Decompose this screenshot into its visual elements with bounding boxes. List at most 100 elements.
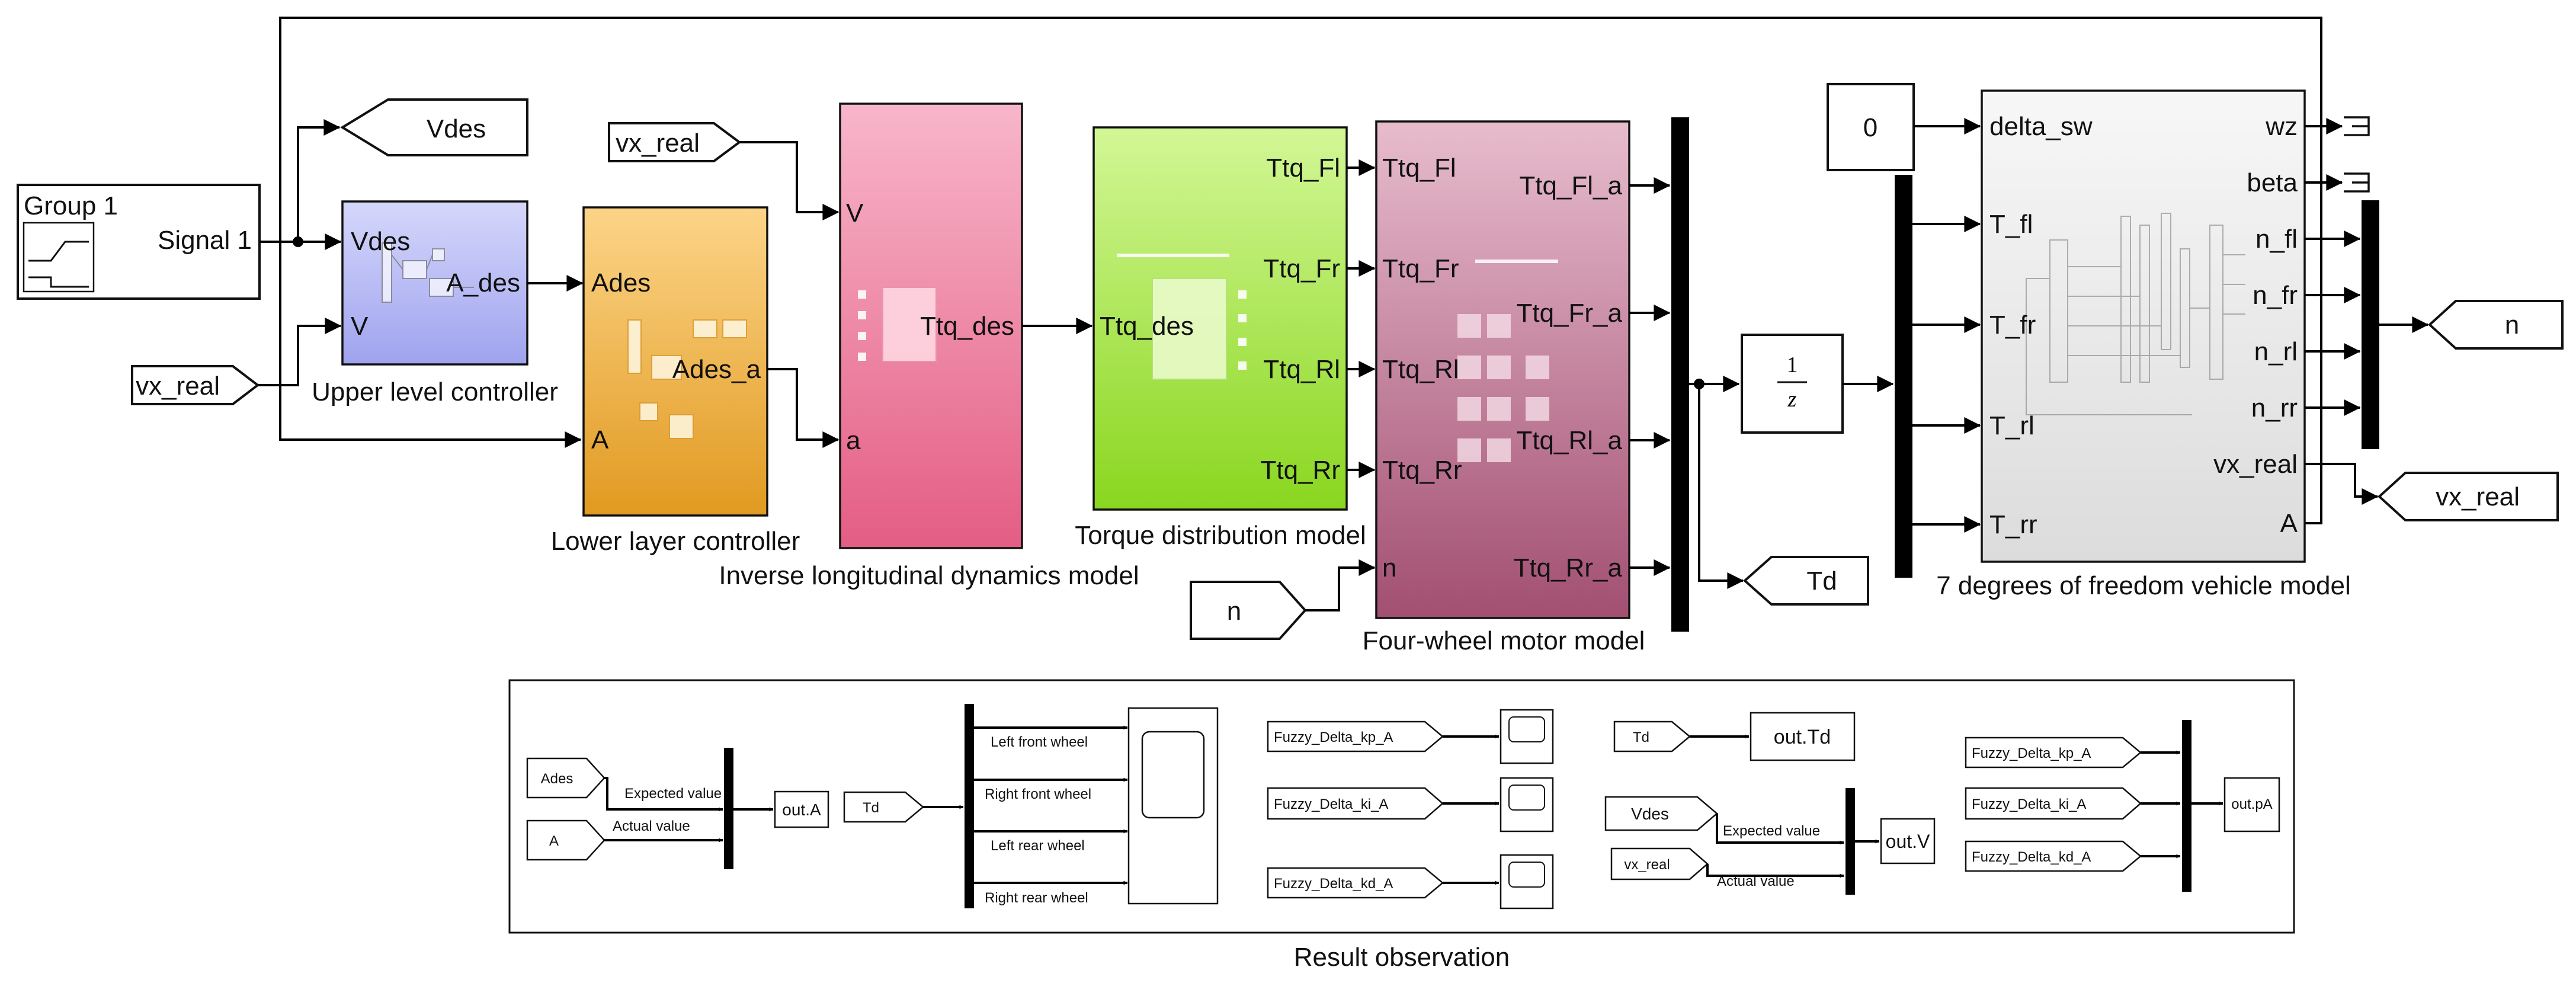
motor-in2-label: Ttq_Fr: [1382, 254, 1459, 283]
vehicle-in5-label: T_rr: [1989, 510, 2037, 539]
upper-controller-caption: Upper level controller: [312, 377, 558, 406]
svg-text:A: A: [549, 833, 559, 849]
result-mux-pa[interactable]: [2182, 720, 2191, 892]
four-wheel-motor-block[interactable]: Ttq_Fl Ttq_Fr Ttq_Rl Ttq_Rr n Ttq_Fl_a T…: [1363, 120, 1645, 655]
vehicle-model-block[interactable]: delta_sw T_fl T_fr T_rl T_rr wz beta n_f…: [1936, 89, 2351, 600]
svg-text:0: 0: [1863, 113, 1877, 142]
torque-scope-block[interactable]: [1127, 707, 1219, 905]
vx-real-from-tag-left[interactable]: vx_real: [131, 365, 260, 405]
vehicle-out4-label: n_fr: [2253, 281, 2298, 310]
fuzzy-kp-from-tag[interactable]: Fuzzy_Delta_kp_A: [1267, 721, 1444, 753]
upper-in1-label: Vdes: [351, 227, 410, 256]
svg-text:Fuzzy_Delta_kp_A: Fuzzy_Delta_kp_A: [1274, 729, 1393, 745]
unit-delay-block[interactable]: 1 z: [1741, 334, 1844, 434]
signal-builder-icon: [23, 222, 95, 293]
result-mux-a[interactable]: [724, 748, 733, 869]
vehicle-model-caption: 7 degrees of freedom vehicle model: [1936, 571, 2351, 600]
torque-out4-label: Ttq_Rr: [1261, 456, 1340, 485]
lower-layer-controller-block[interactable]: Ades A Ades_a Lower layer controller: [551, 206, 800, 556]
right-rear-wheel-label: Right rear wheel: [985, 890, 1088, 906]
vdes-goto-tag[interactable]: Vdes: [340, 98, 528, 156]
fuzzy-ki-from-tag-2[interactable]: Fuzzy_Delta_ki_A: [1965, 787, 2142, 820]
result-group-fuzzy-scopes: Fuzzy_Delta_kp_A Fuzzy_Delta_ki_A Fuzzy_…: [1267, 709, 1554, 910]
inverse-dynamics-internals: [858, 287, 937, 362]
torque-distribution-internals: [1117, 254, 1247, 380]
constant-block[interactable]: 0: [1827, 83, 1915, 171]
inverse-longitudinal-dynamics-block[interactable]: V a Ttq_des Inverse longitudinal dynamic…: [719, 103, 1139, 590]
upper-level-controller-block[interactable]: Vdes V A_des Upper level controller: [312, 200, 558, 406]
upper-controller-internals: [382, 242, 474, 303]
motor-out3-label: Ttq_Rl_a: [1516, 426, 1622, 455]
svg-text:vx_real: vx_real: [136, 372, 220, 401]
vehicle-in1-label: delta_sw: [1989, 112, 2093, 141]
svg-text:Fuzzy_Delta_kd_A: Fuzzy_Delta_kd_A: [1972, 849, 2091, 865]
result-observation-caption: Result observation: [1294, 943, 1510, 972]
n-goto-tag[interactable]: n: [2428, 300, 2564, 350]
result-mux-v[interactable]: [1846, 788, 1855, 895]
svg-text:vx_real: vx_real: [2436, 482, 2520, 511]
scope-kp[interactable]: [1500, 709, 1554, 764]
svg-text:Vdes: Vdes: [427, 114, 486, 143]
vehicle-model-internals: [2026, 213, 2245, 415]
demux-bar[interactable]: [1895, 175, 1912, 578]
out-v-block[interactable]: out.V: [1880, 818, 1936, 864]
svg-text:vx_real: vx_real: [1624, 857, 1670, 873]
motor-in4-label: Ttq_Rr: [1382, 456, 1462, 485]
vehicle-out3-label: n_fl: [2255, 225, 2298, 254]
result-demux-td[interactable]: [965, 704, 974, 908]
motor-out1-label: Ttq_Fl_a: [1519, 171, 1622, 200]
td-goto-tag[interactable]: Td: [1742, 556, 1869, 606]
svg-text:Ades: Ades: [541, 771, 573, 787]
vx-real-from-tag-top[interactable]: vx_real: [608, 122, 742, 162]
torque-distribution-block[interactable]: Ttq_des Ttq_Fl Ttq_Fr Ttq_Rl Ttq_Rr Torq…: [1075, 126, 1366, 550]
feedback-wires: [279, 17, 2322, 524]
vehicle-in3-label: T_fr: [1989, 310, 2036, 340]
terminator-beta[interactable]: [2344, 172, 2370, 193]
svg-text:n: n: [1227, 597, 1241, 626]
actual-value-label-a: Actual value: [613, 818, 690, 834]
td-from-tag[interactable]: Td: [843, 791, 924, 823]
n-from-tag[interactable]: n: [1190, 581, 1307, 640]
svg-text:Td: Td: [1806, 566, 1837, 595]
lower-in2-label: A: [591, 425, 609, 454]
scope-kd[interactable]: [1500, 854, 1554, 910]
svg-text:out.Td: out.Td: [1774, 726, 1831, 748]
ades-from-tag[interactable]: Ades: [526, 757, 605, 799]
vehicle-out5-label: n_rl: [2254, 337, 2298, 366]
vehicle-out1-label: wz: [2265, 112, 2298, 141]
fuzzy-ki-from-tag[interactable]: Fuzzy_Delta_ki_A: [1267, 787, 1444, 820]
vehicle-out2-label: beta: [2247, 168, 2298, 197]
svg-text:Td: Td: [1633, 729, 1649, 745]
fuzzy-kp-from-tag-2[interactable]: Fuzzy_Delta_kp_A: [1965, 737, 2142, 769]
vx-real-goto-tag[interactable]: vx_real: [2378, 472, 2559, 521]
signal-builder-port-label: Signal 1: [158, 226, 252, 255]
svg-text:out.pA: out.pA: [2231, 796, 2272, 812]
upper-out-label: A_des: [446, 268, 520, 297]
out-a-block[interactable]: out.A: [774, 790, 829, 828]
torque-to-motor-wires: [1347, 159, 1376, 478]
upper-in2-label: V: [351, 312, 369, 341]
vdes-from-tag[interactable]: Vdes: [1604, 796, 1718, 831]
mux-bar-1[interactable]: [1671, 117, 1689, 632]
out-pa-block[interactable]: out.pA: [2223, 777, 2280, 832]
vx-real-from-tag-result[interactable]: vx_real: [1610, 847, 1709, 880]
vehicle-in4-label: T_rl: [1989, 411, 2034, 440]
mux-bar-2[interactable]: [2362, 200, 2379, 449]
motor-in1-label: Ttq_Fl: [1382, 153, 1456, 182]
out-td-block[interactable]: out.Td: [1750, 712, 1856, 761]
svg-text:z: z: [1787, 387, 1797, 412]
terminator-wz[interactable]: [2344, 116, 2370, 136]
fuzzy-kd-from-tag-2[interactable]: Fuzzy_Delta_kd_A: [1965, 840, 2142, 872]
a-from-tag[interactable]: A: [526, 819, 605, 861]
inverse-out-label: Ttq_des: [920, 312, 1014, 341]
fuzzy-kd-from-tag[interactable]: Fuzzy_Delta_kd_A: [1267, 867, 1444, 899]
svg-text:n: n: [2505, 310, 2519, 340]
scope-ki[interactable]: [1500, 777, 1554, 832]
td-from-tag-2[interactable]: Td: [1613, 721, 1691, 753]
svg-text:Fuzzy_Delta_kd_A: Fuzzy_Delta_kd_A: [1274, 876, 1393, 892]
signal-builder-block[interactable]: Group 1 Signal 1: [17, 184, 261, 300]
lower-out-label: Ades_a: [672, 355, 761, 384]
inverse-in2-label: a: [846, 426, 861, 455]
motor-in5-label: n: [1382, 553, 1396, 582]
